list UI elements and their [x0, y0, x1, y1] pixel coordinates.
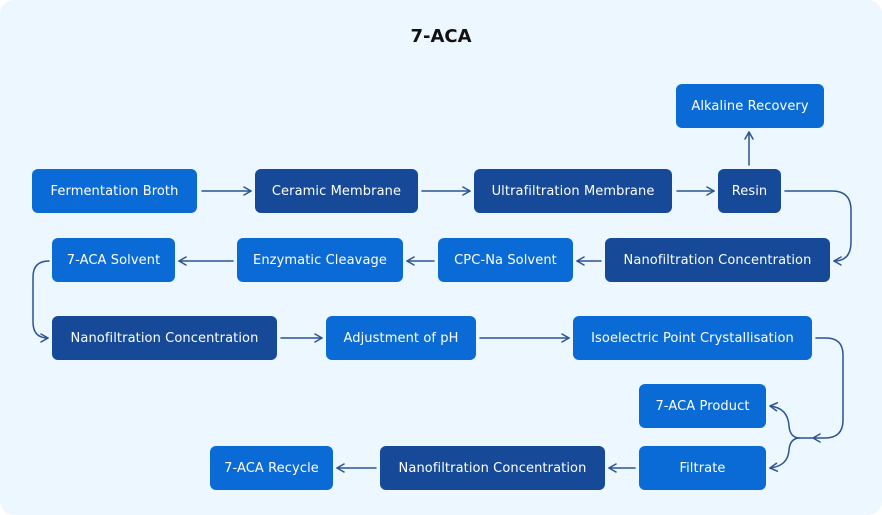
edge-junction-to-7aca-product	[769, 402, 813, 439]
diagram-title: 7-ACA	[410, 26, 472, 47]
node-resin[interactable]: Resin	[718, 169, 781, 213]
edge-resin-to-nanofiltration-1	[784, 190, 852, 266]
node-7-aca-product[interactable]: 7-ACA Product	[639, 384, 766, 428]
node-fermentation-broth[interactable]: Fermentation Broth	[32, 169, 197, 213]
node-adjustment-of-ph[interactable]: Adjustment of pH	[326, 316, 476, 360]
node-ceramic-membrane[interactable]: Ceramic Membrane	[255, 169, 418, 213]
node-nanofiltration-concentration-2[interactable]: Nanofiltration Concentration	[52, 316, 277, 360]
node-7-aca-solvent[interactable]: 7-ACA Solvent	[52, 238, 175, 282]
edge-7aca-solvent-to-nanofiltration-2	[32, 260, 50, 343]
node-isoelectric-point-crystallisation[interactable]: Isoelectric Point Crystallisation	[573, 316, 812, 360]
edge-junction-to-filtrate	[769, 437, 801, 472]
node-ultrafiltration-membrane[interactable]: Ultrafiltration Membrane	[474, 169, 672, 213]
node-cpc-na-solvent[interactable]: CPC-Na Solvent	[438, 238, 573, 282]
node-filtrate[interactable]: Filtrate	[639, 446, 766, 490]
node-enzymatic-cleavage[interactable]: Enzymatic Cleavage	[237, 238, 403, 282]
node-alkaline-recovery[interactable]: Alkaline Recovery	[676, 84, 824, 128]
node-nanofiltration-concentration-1[interactable]: Nanofiltration Concentration	[605, 238, 830, 282]
node-7-aca-recycle[interactable]: 7-ACA Recycle	[210, 446, 333, 490]
edge-isoelectric-to-junction	[812, 337, 844, 443]
node-nanofiltration-concentration-3[interactable]: Nanofiltration Concentration	[380, 446, 605, 490]
